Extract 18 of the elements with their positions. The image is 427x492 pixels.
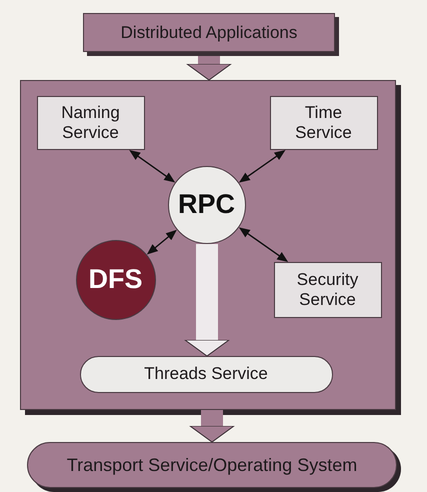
service-box [274, 262, 382, 318]
node-label: RPC [178, 189, 235, 220]
node-label: DFS [88, 264, 142, 295]
node-label: Distributed Applications [120, 22, 298, 42]
service-pill [80, 356, 332, 392]
arrow [146, 230, 177, 255]
node-label: Transport Service/Operating System [66, 454, 358, 476]
node-label: Security Service [296, 270, 360, 310]
block-arrow [184, 244, 230, 356]
service-box [270, 96, 378, 150]
arrow [238, 227, 288, 262]
arrow [129, 150, 176, 182]
node-label: Naming Service [60, 102, 121, 142]
block-arrow [190, 410, 234, 442]
arrow [238, 150, 286, 183]
service-box [36, 96, 144, 150]
node-label: Time Service [294, 102, 353, 142]
node-label: Threads Service [144, 364, 268, 384]
